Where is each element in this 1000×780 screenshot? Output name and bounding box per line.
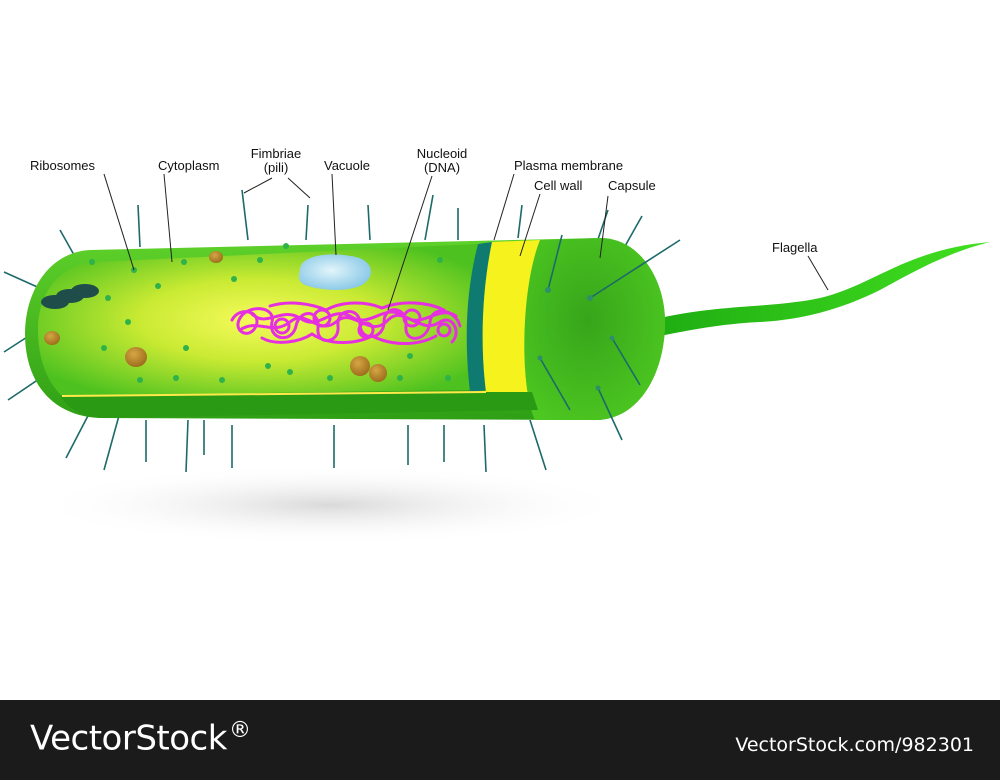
cell-cut-rim [60, 392, 538, 418]
leader-lines [103, 173, 829, 311]
nucleoid-dna [230, 301, 462, 345]
label-cell-wall: Cell wall [534, 178, 583, 193]
label-vacuole: Vacuole [324, 158, 370, 173]
watermark-footer: VectorStock® VectorStock.com/982301 [0, 700, 1000, 780]
vacuole [298, 254, 372, 290]
label-nucleoid: Nucleoid [417, 146, 468, 161]
label-cytoplasm: Cytoplasm [158, 158, 219, 173]
cell-shadow [30, 465, 630, 545]
capsule-cap [524, 238, 665, 420]
brand-registered-mark: ® [228, 718, 251, 743]
flagellum [660, 242, 990, 336]
label-plasma-membrane: Plasma membrane [514, 158, 623, 173]
cut-edge-highlight [61, 391, 487, 397]
ribosomes [89, 243, 451, 383]
plasma-membrane [466, 242, 492, 392]
label-fimbriae: Fimbriae [251, 146, 302, 161]
label-dna: (DNA) [424, 160, 460, 175]
image-id-text: VectorStock.com/982301 [735, 734, 974, 756]
label-ribosomes: Ribosomes [30, 158, 96, 173]
bacterial-cell-diagram: Ribosomes Cytoplasm Fimbriae (pili) Vacu… [3, 146, 990, 545]
brand-logo: VectorStock® [30, 718, 251, 759]
label-pili: (pili) [264, 160, 289, 175]
dark-discs [41, 284, 99, 309]
brand-text: VectorStock [30, 718, 227, 759]
label-capsule: Capsule [608, 178, 656, 193]
capsule-pili [537, 234, 681, 441]
inclusion-granules [44, 251, 387, 382]
label-flagella: Flagella [772, 240, 818, 255]
